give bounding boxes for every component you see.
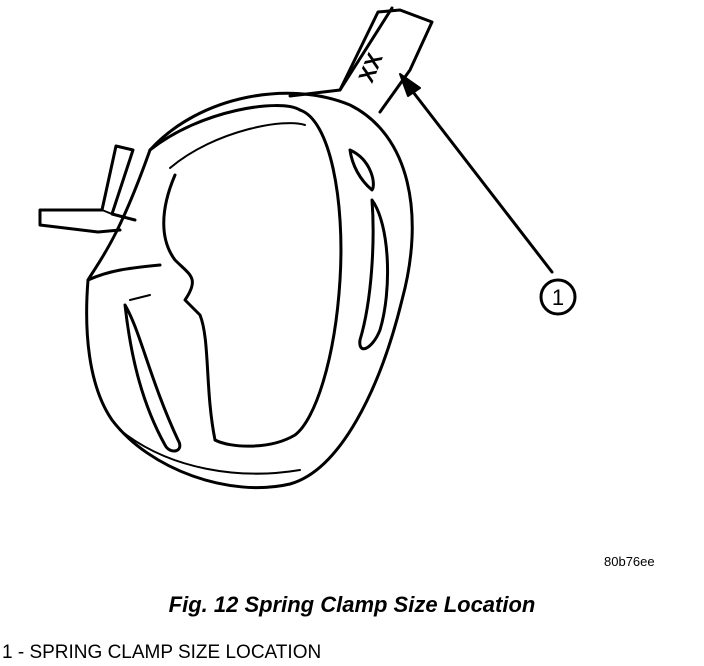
callout-leader-arrow: [399, 73, 554, 274]
callout-1-number: 1: [552, 285, 564, 310]
clamp-band: [85, 91, 414, 490]
callout-1: 1: [539, 278, 577, 316]
clamp-left-tab: [38, 144, 137, 234]
legend-item: 1 - SPRING CLAMP SIZE LOCATION: [2, 642, 322, 663]
figure-caption: Fig. 12 Spring Clamp Size Location: [168, 592, 536, 617]
figure-reference-code: 80b76ee: [604, 554, 655, 569]
clamp-right-tab: XX: [288, 6, 434, 114]
